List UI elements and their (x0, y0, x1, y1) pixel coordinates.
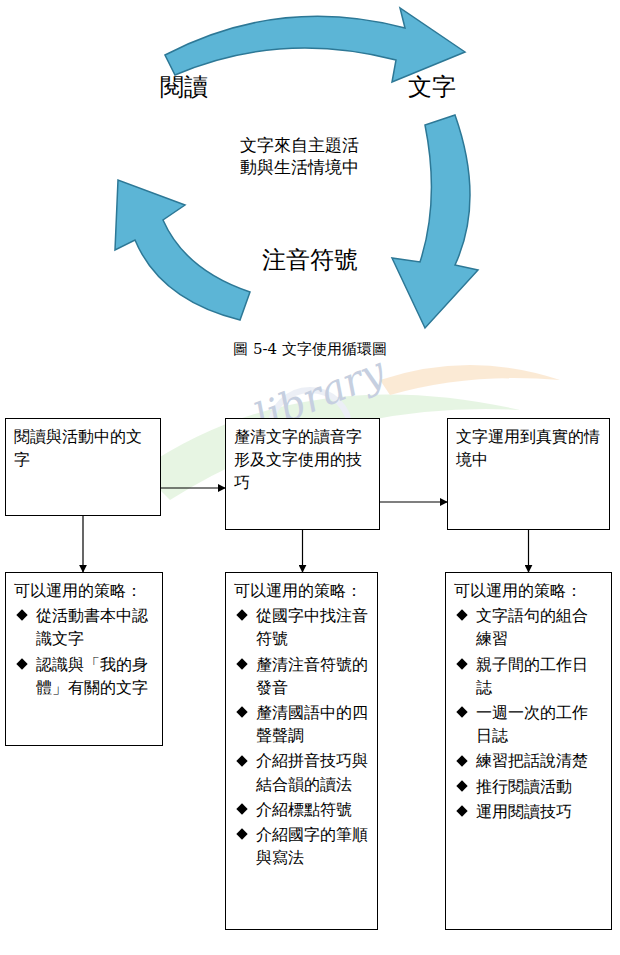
figure-caption: 圖 5-4 文字使用循環圖 (0, 340, 620, 359)
process-box: 閱讀與活動中的文字 (5, 418, 161, 516)
strategy-box: 可以運用的策略：從國字中找注音符號釐清注音符號的發音釐清國語中的四聲聲調介紹拼音… (225, 572, 378, 930)
cycle-arrow (165, 8, 465, 82)
cycle-label: 文字 (408, 72, 478, 103)
bullet-item: 親子間的工作日誌 (454, 653, 603, 699)
bullet-item: 介紹拼音技巧與結合韻的讀法 (234, 749, 369, 795)
flow-arrow (161, 487, 225, 488)
bullet-item: 一週一次的工作日誌 (454, 701, 603, 747)
bullet-item: 運用閱讀技巧 (454, 800, 603, 823)
bullet-item: 介紹標點符號 (234, 798, 369, 821)
bullet-item: 從國字中找注音符號 (234, 604, 369, 650)
bullet-item: 釐清注音符號的發音 (234, 653, 369, 699)
process-box: 釐清文字的讀音字形及文字使用的技巧 (225, 418, 380, 530)
bullet-item: 練習把話說清楚 (454, 749, 603, 772)
box-heading: 可以運用的策略： (234, 579, 369, 602)
box-heading: 可以運用的策略： (14, 579, 154, 602)
box-heading: 可以運用的策略： (454, 579, 603, 602)
cycle-arrow (115, 180, 250, 320)
bullet-item: 文字語句的組合練習 (454, 604, 603, 650)
flow-arrow (82, 516, 83, 572)
bullet-item: 釐清國語中的四聲聲調 (234, 701, 369, 747)
box-text: 閱讀與活動中的文字 (14, 425, 152, 471)
strategy-box: 可以運用的策略：從活動書本中認識文字認識與「我的身體」有關的文字 (5, 572, 163, 746)
bullet-item: 認識與「我的身體」有關的文字 (14, 653, 154, 699)
bullet-item: 從活動書本中認識文字 (14, 604, 154, 650)
cycle-label: 注音符號 (262, 245, 382, 276)
cycle-label: 文字來自主題活動與生活情境中 (240, 134, 364, 178)
box-text: 釐清文字的讀音字形及文字使用的技巧 (234, 425, 371, 495)
flow-arrow (380, 501, 447, 502)
strategy-box: 可以運用的策略：文字語句的組合練習親子間的工作日誌一週一次的工作日誌練習把話說清… (445, 572, 612, 930)
flow-arrow (302, 530, 303, 572)
box-text: 文字運用到真實的情境中 (456, 425, 601, 471)
flow-arrow (528, 530, 529, 572)
process-box: 文字運用到真實的情境中 (447, 418, 610, 530)
cycle-arrow (392, 115, 478, 328)
bullet-item: 推行閱讀活動 (454, 775, 603, 798)
cycle-label: 閱讀 (160, 72, 230, 103)
bullet-item: 介紹國字的筆順與寫法 (234, 823, 369, 869)
